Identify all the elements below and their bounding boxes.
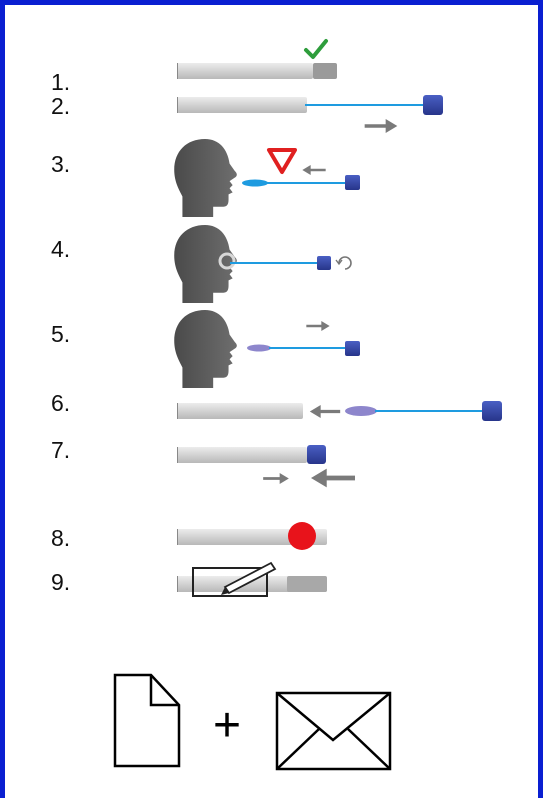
right-arrow-icon [263,473,289,484]
pen-icon [221,561,277,595]
check-icon [304,39,328,59]
document-icon [113,673,181,768]
step-number-4: 4. [51,236,71,262]
step-number-7: 7. [51,437,71,463]
steps-illustration: + [113,39,502,771]
head-icon [174,139,237,217]
rotate-icon [335,256,352,270]
right-arrow-icon [364,119,398,133]
left-arrow-icon [302,165,326,175]
step-4-rotate-swab [174,225,352,303]
step-number-8: 8. [51,525,71,551]
step-9-label-tube [177,561,327,597]
left-arrow-icon [311,468,355,488]
step-2-swab-removed [177,95,443,133]
step-7-close-tube [177,445,355,488]
plus-sign: + [213,699,241,752]
step-number-5: 5. [51,321,71,347]
warning-triangle-icon [267,148,297,174]
step-number-2: 2. [51,93,71,119]
step-3-swab-into-nose [174,139,360,217]
step-8-sealed-tube [177,522,327,550]
red-dot-icon [288,522,316,550]
envelope-icon [275,691,392,771]
step-6-swab-into-tube [177,401,502,421]
right-arrow-icon [306,321,330,331]
head-icon [174,225,237,303]
step-number-1: 1. [51,69,71,95]
step-number-3: 3. [51,151,71,177]
step-number-9: 9. [51,569,71,595]
head-icon [174,310,237,388]
step-number-6: 6. [51,390,71,416]
step-1-tube [177,39,337,79]
step-5-swab-withdrawn [174,310,360,388]
left-arrow-icon [309,405,341,418]
